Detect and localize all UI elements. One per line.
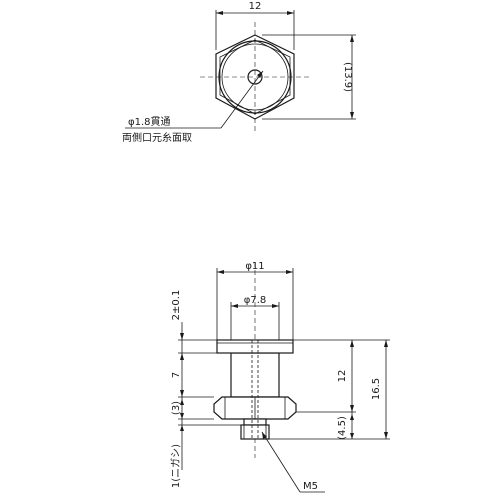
arrow [384, 340, 388, 347]
arrow [350, 414, 354, 420]
dim-body-dia: φ7.8 [244, 295, 267, 306]
arrow [180, 425, 184, 431]
arrow [262, 432, 267, 439]
arrow [350, 433, 354, 439]
thread-relief [243, 418, 267, 426]
arrow [350, 340, 354, 347]
dim-nut-h: (3) [171, 401, 182, 415]
arrow [216, 11, 223, 15]
arrow [257, 71, 263, 78]
dim-total-len: 16.5 [371, 378, 382, 400]
arrow [180, 413, 184, 419]
arrow [180, 333, 184, 340]
side-view: φ11 φ7.8 2±0.1 7 (3) 1(ニガシ) [170, 261, 390, 493]
thread [240, 424, 270, 440]
arrow [350, 405, 354, 412]
arrow [287, 11, 294, 15]
dim-flange-dia: φ11 [245, 261, 264, 272]
flange [216, 339, 294, 354]
dim-thread-len: 1(ニガシ) [170, 444, 182, 488]
dim-width-label: 12 [249, 1, 262, 12]
arrow [217, 270, 224, 274]
dim-upper-len: 12 [337, 370, 348, 383]
leader-hole [220, 70, 264, 129]
dim-body-len: 7 [171, 372, 182, 378]
arrow [272, 304, 279, 308]
arrow [384, 432, 388, 439]
note-chamfer: 両側口元糸面取 [122, 131, 192, 144]
thread-callout: M5 [303, 481, 318, 492]
dim-corners-label: (13.9) [342, 62, 353, 92]
dim-flange-thk: 2±0.1 [171, 290, 182, 321]
arrow [180, 353, 184, 360]
arrow [350, 112, 354, 119]
body-shaft [230, 352, 280, 398]
leader-thread [261, 431, 301, 493]
face-circle-inner [221, 43, 289, 111]
arrow [350, 35, 354, 42]
arrow [231, 304, 238, 308]
top-view: 12 (13.9) φ1.8貫通 両側口元糸面取 [122, 1, 356, 144]
note-hole: φ1.8貫通 [128, 116, 171, 128]
dim-bottom-len: (4.5) [337, 416, 348, 440]
arrow [180, 399, 184, 405]
arrow [286, 270, 293, 274]
